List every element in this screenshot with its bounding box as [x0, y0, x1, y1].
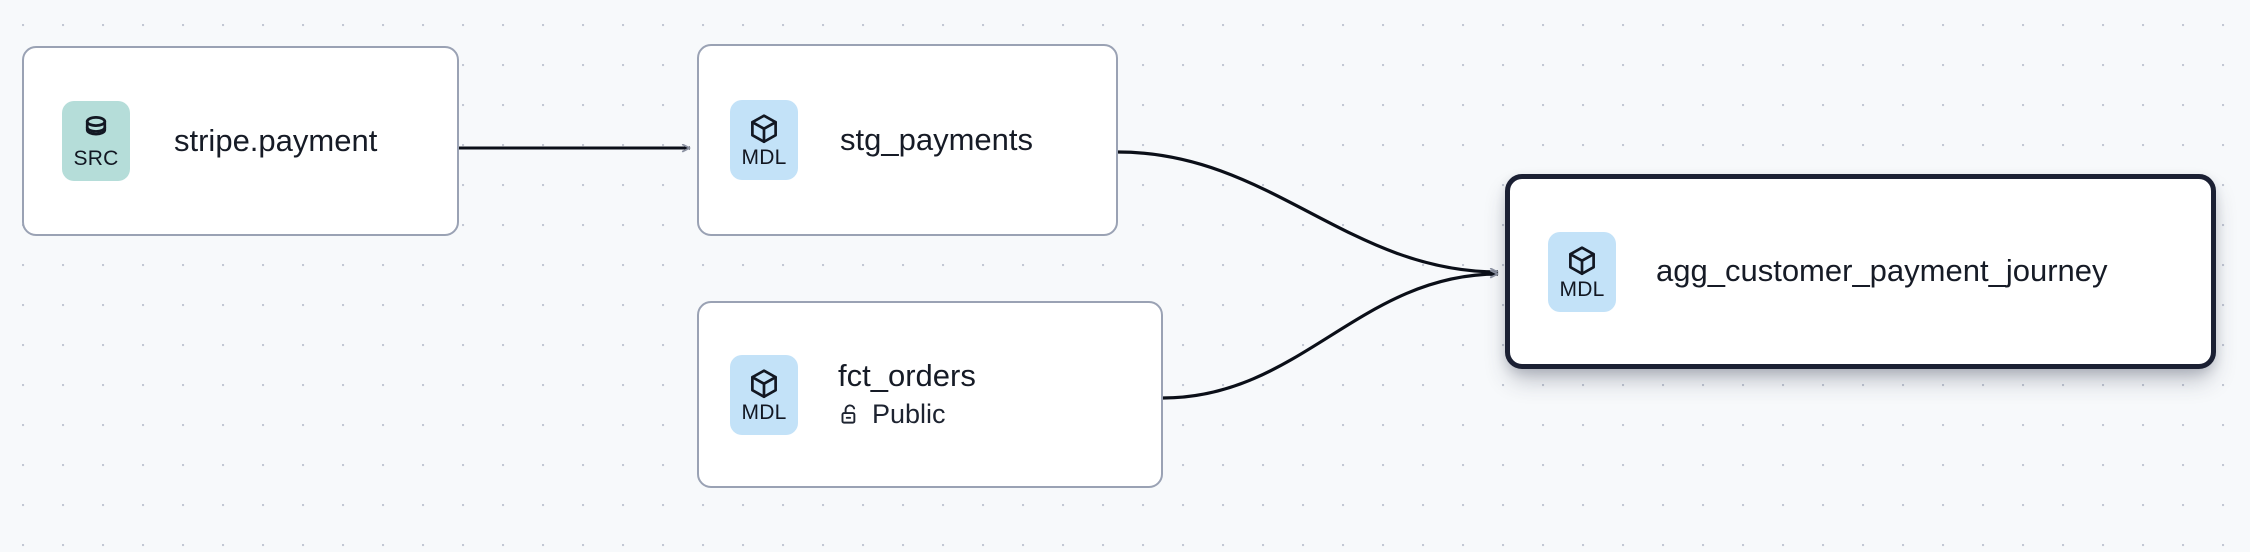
- node-badge-mdl: MDL: [730, 100, 798, 180]
- edge-fct-orders-to-agg-customer-payment-journey: [1162, 274, 1498, 400]
- unlock-icon: [841, 404, 856, 424]
- node-badge-label: MDL: [1559, 277, 1605, 301]
- lineage-node-stripe-payment[interactable]: SRC stripe.payment: [22, 46, 459, 236]
- node-badge-label: SRC: [73, 147, 119, 170]
- node-body: agg_customer_payment_journey: [1656, 253, 2108, 289]
- node-body: stg_payments: [840, 121, 1033, 158]
- node-title: stripe.payment: [174, 122, 378, 158]
- cube-icon: [751, 368, 777, 398]
- lineage-node-agg-customer-payment-journey[interactable]: MDL agg_customer_payment_journey: [1505, 174, 2216, 369]
- node-body: fct_orders Public: [838, 359, 976, 429]
- lineage-node-stg-payments[interactable]: MDL stg_payments: [697, 44, 1118, 236]
- cube-icon: [751, 114, 777, 144]
- node-badge-label: MDL: [741, 146, 787, 169]
- edge-stg-payments-to-agg-customer-payment-journey: [1117, 150, 1498, 272]
- node-body: stripe.payment: [174, 122, 378, 159]
- node-visibility: Public: [838, 399, 976, 430]
- database-icon: [85, 116, 107, 136]
- node-title: fct_orders: [838, 358, 976, 394]
- node-title: stg_payments: [840, 121, 1033, 157]
- node-badge-label: MDL: [741, 400, 787, 424]
- lineage-node-fct-orders[interactable]: MDL fct_orders Public: [697, 301, 1163, 488]
- node-title: agg_customer_payment_journey: [1656, 253, 2108, 289]
- node-badge-src: SRC: [62, 101, 130, 181]
- node-visibility-label: Public: [872, 399, 946, 430]
- node-badge-mdl: MDL: [1548, 231, 1616, 312]
- cube-icon: [1569, 245, 1595, 275]
- node-badge-mdl: MDL: [730, 354, 798, 435]
